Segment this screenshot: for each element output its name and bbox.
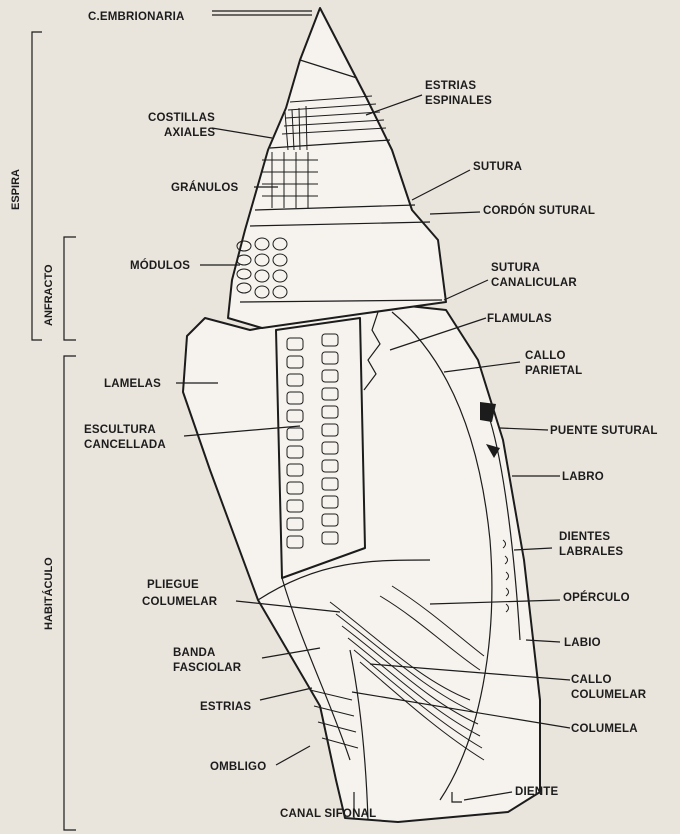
label-estrias: ESTRIAS [200, 701, 251, 713]
label-pliegue-columelar-1: PLIEGUE [147, 579, 199, 591]
label-columela: COLUMELA [571, 723, 638, 735]
label-sutura: SUTURA [473, 161, 522, 173]
label-diente: DIENTE [515, 786, 559, 798]
label-labio: LABIO [564, 637, 601, 649]
label-costillas-axiales-1: COSTILLAS [148, 112, 215, 124]
label-banda-fasciolar-1: BANDA [173, 647, 216, 659]
habitaculo-bracket: HABITÁCULO [42, 356, 76, 830]
label-callo-columelar-2: COLUMELAR [571, 689, 647, 701]
habitaculo-label: HABITÁCULO [42, 557, 55, 630]
label-callo-parietal-2: PARIETAL [525, 365, 582, 377]
label-dientes-labrales-2: LABRALES [559, 546, 623, 558]
label-ombligo: OMBLIGO [210, 761, 266, 773]
label-estrias-espinales-1: ESTRIAS [425, 80, 476, 92]
label-puente-sutural: PUENTE SUTURAL [550, 425, 658, 437]
label-operculo: OPÉRCULO [563, 591, 630, 604]
anfracto-bracket: ANFRACTO [43, 237, 76, 340]
label-canal-sifonal: CANAL SIFONAL [280, 808, 376, 820]
label-costillas-axiales-2: AXIALES [164, 127, 215, 139]
label-escultura-cancellada-1: ESCULTURA [84, 424, 156, 436]
espira-bracket: ESPIRA [10, 32, 42, 340]
label-lamelas: LAMELAS [104, 378, 161, 390]
label-cordon-sutural: CORDÓN SUTURAL [483, 204, 595, 217]
anfracto-label: ANFRACTO [43, 264, 55, 326]
label-c-embrionaria: C.EMBRIONARIA [88, 11, 185, 23]
label-banda-fasciolar-2: FASCIOLAR [173, 662, 242, 674]
label-sutura-canalicular-2: CANALICULAR [491, 277, 577, 289]
label-estrias-espinales-2: ESPINALES [425, 95, 492, 107]
label-labro: LABRO [562, 471, 604, 483]
espira-label: ESPIRA [10, 169, 22, 210]
label-modulos: MÓDULOS [130, 259, 190, 272]
label-dientes-labrales-1: DIENTES [559, 531, 610, 543]
label-escultura-cancellada-2: CANCELLADA [84, 439, 166, 451]
label-callo-parietal-1: CALLO [525, 350, 566, 362]
shell-outline [183, 8, 540, 822]
label-pliegue-columelar-2: COLUMELAR [142, 596, 218, 608]
label-sutura-canalicular-1: SUTURA [491, 262, 540, 274]
label-flamulas: FLAMULAS [487, 313, 552, 325]
label-granulos: GRÁNULOS [171, 181, 239, 194]
label-callo-columelar-1: CALLO [571, 674, 612, 686]
